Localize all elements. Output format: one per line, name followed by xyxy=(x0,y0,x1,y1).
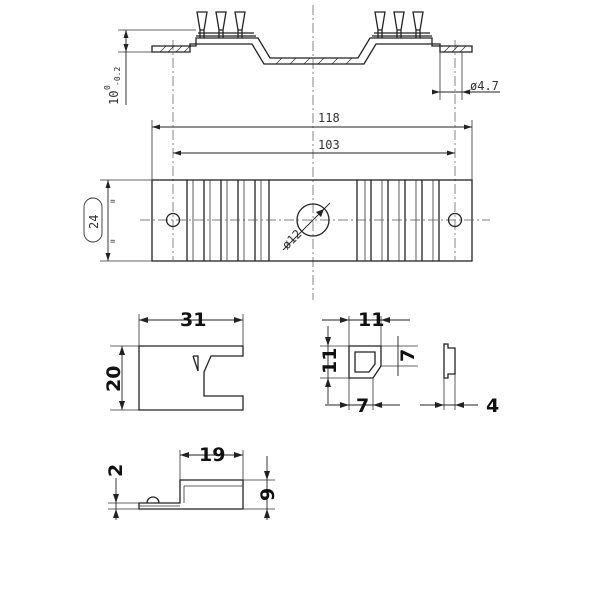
slot-lines-left xyxy=(186,180,270,261)
height-dimension xyxy=(118,29,196,105)
overall-length-value: 118 xyxy=(318,111,340,125)
profile-bottom-value: 7 xyxy=(356,395,369,417)
height-value: 10 xyxy=(107,91,121,105)
height-tol-upper: 0 xyxy=(103,85,112,90)
svg-text:=: = xyxy=(110,197,116,207)
profile-inner-value: 7 xyxy=(397,349,419,362)
end-cap-value: 4 xyxy=(486,395,499,417)
clip-height-value: 9 xyxy=(257,488,279,501)
small-hole-value: ø4.7 xyxy=(470,79,499,93)
bracket-height-value: 20 xyxy=(103,366,125,392)
profile-inner xyxy=(354,351,376,373)
square-profile-view: 11 11 7 7 4 xyxy=(319,309,499,417)
clip-length-value: 19 xyxy=(199,444,225,466)
clip-body xyxy=(138,479,244,510)
side-profile-view: 10 0 -0.2 ø4.7 xyxy=(103,5,500,300)
profile-height-value: 11 xyxy=(319,348,341,374)
profile-width-value: 11 xyxy=(358,309,384,331)
profile-outer xyxy=(348,345,382,379)
channel-profile xyxy=(151,37,473,65)
small-hole-dimension xyxy=(432,52,500,100)
width-badge xyxy=(83,197,103,243)
bracket-view: 31 20 xyxy=(103,309,244,411)
clip-pin xyxy=(146,496,160,504)
width-value: 24 xyxy=(87,215,101,229)
bracket-width-value: 31 xyxy=(180,309,206,331)
right-mounting-hole xyxy=(447,212,463,228)
clips-right xyxy=(372,11,432,38)
section-hatching xyxy=(159,45,467,65)
bracket-outline xyxy=(138,345,244,411)
clip-view: 19 2 9 xyxy=(105,444,279,520)
clip-step-value: 2 xyxy=(105,464,127,477)
plate-front-view: 118 103 xyxy=(83,111,490,262)
svg-text:=: = xyxy=(110,237,116,247)
plate-outline xyxy=(151,179,473,262)
hole-spacing-value: 103 xyxy=(318,138,340,152)
center-hole xyxy=(296,203,330,237)
end-cap xyxy=(443,343,456,379)
clips-left xyxy=(196,11,256,38)
left-mounting-hole xyxy=(165,212,181,228)
slot-lines-right xyxy=(356,180,440,261)
height-tol-lower: -0.2 xyxy=(113,67,122,86)
